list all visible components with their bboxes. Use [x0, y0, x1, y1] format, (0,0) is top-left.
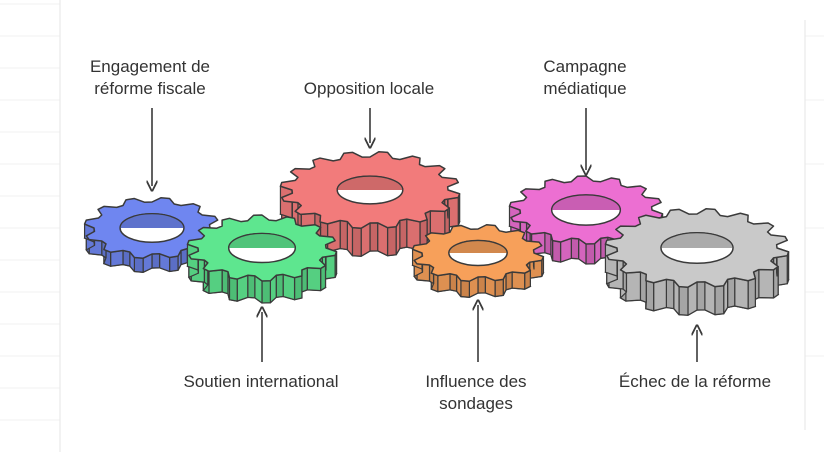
gear-soutien-side-face: [247, 274, 256, 299]
gear-influence-side-face: [437, 273, 451, 293]
gear-echec-hole-wall: [660, 232, 734, 249]
gear-echec-side-face: [734, 277, 749, 310]
gear-campagne-side-face: [551, 239, 562, 263]
label-influence: Influence des sondages: [425, 372, 527, 413]
gear-opposition-side-face: [351, 227, 362, 257]
gear-campagne-hole-wall: [551, 194, 621, 211]
gear-engagement-side-face: [151, 253, 161, 269]
gear-echec-side-face: [665, 278, 675, 310]
gear-soutien-side-face: [261, 280, 271, 304]
gear-influence-side-face: [494, 278, 504, 298]
gear-campagne-side-face: [585, 243, 596, 265]
gear-engagement: [83, 197, 221, 273]
gear-influence-side-face: [449, 273, 458, 292]
gear-opposition-hole-wall: [336, 175, 404, 191]
gear-engagement-side-face: [110, 249, 124, 267]
gear-echec-side-face: [758, 268, 775, 299]
gear-influence-side-face: [477, 276, 486, 294]
gear-soutien-side-face: [228, 277, 238, 302]
gear-soutien-side-face: [301, 267, 308, 293]
gear-soutien-side-face: [282, 273, 296, 301]
label-campagne: Campagne médiatique: [543, 57, 627, 98]
gear-campagne-side-face: [570, 237, 580, 260]
gear-campagne-side-face: [544, 232, 552, 256]
gear-opposition-side-face: [399, 218, 408, 250]
label-engagement: Engagement de réforme fiscale: [89, 57, 211, 98]
gear-opposition-side-face: [369, 222, 379, 252]
gear-influence-side-face: [505, 271, 513, 291]
gear-echec-side-face: [678, 286, 689, 316]
gear-soutien-hole-wall: [228, 232, 296, 249]
gear-influence-side-face: [460, 279, 470, 298]
gear-echec-side-face: [645, 280, 655, 312]
label-echec: Échec de la réforme: [618, 372, 772, 391]
gear-soutien-side-face: [208, 269, 223, 294]
gear-echec-side-face: [696, 281, 706, 311]
gear-echec-side-face: [704, 281, 716, 316]
gear-soutien-side-face: [293, 275, 303, 301]
gear-echec-side-face: [714, 285, 725, 316]
gear-echec-side-face: [653, 278, 667, 312]
gear-soutien-side-face: [320, 264, 327, 292]
gear-influence-hole-wall: [448, 239, 508, 254]
gear-influence-side-face: [529, 259, 543, 279]
gear-echec-side-face: [625, 271, 642, 302]
gear-opposition-side-face: [386, 226, 397, 257]
gear-echec: [604, 208, 790, 316]
gear-soutien-side-face: [275, 273, 284, 298]
gear-soutien-side-face: [221, 269, 229, 295]
gear-echec-side-face: [747, 277, 756, 310]
label-opposition: Opposition locale: [303, 79, 435, 98]
gear-echec-side-face: [727, 277, 736, 309]
gear-opposition-side-face: [339, 219, 348, 251]
gear-soutien: [186, 214, 338, 304]
gear-engagement-hole-wall: [119, 213, 185, 229]
gear-soutien-side-face: [306, 267, 322, 292]
gear-influence: [411, 223, 545, 298]
gear-engagement-side-face: [122, 249, 131, 267]
gear-influence-side-face: [511, 271, 526, 290]
gear-engagement-side-face: [168, 255, 179, 273]
gear-engagement-side-face: [133, 256, 144, 273]
label-soutien: Soutien international: [183, 372, 339, 391]
